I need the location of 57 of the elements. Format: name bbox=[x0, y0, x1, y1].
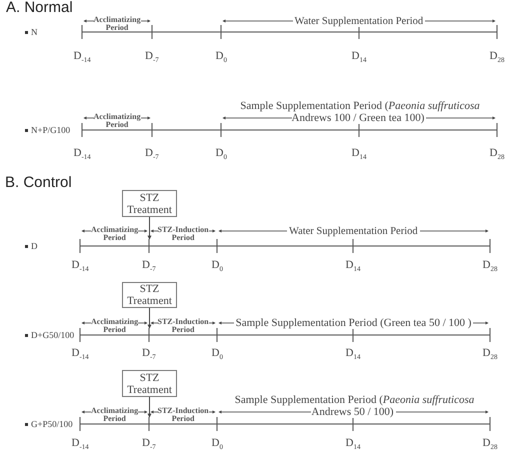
day-label: D$_{0}$ bbox=[212, 438, 223, 452]
timeline-axis bbox=[80, 238, 490, 254]
section-heading: B. Control bbox=[5, 175, 72, 191]
day-label: D$_{-14}$ bbox=[72, 260, 89, 274]
day-label: D$_{0}$ bbox=[212, 348, 223, 362]
treatment-box bbox=[122, 190, 177, 217]
box-text: STZ Treatment bbox=[126, 283, 173, 307]
group-label: D+G50/100 bbox=[25, 330, 74, 340]
arrow bbox=[148, 216, 152, 240]
day-label: D$_{0}$ bbox=[216, 148, 227, 162]
day-label: D$_{-7}$ bbox=[145, 51, 159, 65]
day-label: D$_{28}$ bbox=[490, 51, 504, 65]
day-label: D$_{-14}$ bbox=[72, 438, 89, 452]
period-label: Acclimatizing Period bbox=[91, 407, 138, 424]
period-label: Sample Supplementation Period (Green tea 50 / 100 ) bbox=[232, 317, 474, 329]
period-label: STZ-Induction Period bbox=[158, 226, 209, 243]
day-label: D$_{-7}$ bbox=[142, 348, 156, 362]
day-label: D$_{14}$ bbox=[346, 348, 360, 362]
box-text: STZ Treatment bbox=[126, 192, 173, 216]
day-label: D$_{14}$ bbox=[352, 51, 366, 65]
timeline-axis bbox=[82, 122, 498, 138]
day-label: D$_{-7}$ bbox=[145, 148, 159, 162]
timeline-axis bbox=[82, 24, 498, 40]
day-label: D$_{-14}$ bbox=[74, 51, 91, 65]
group-label: G+P50/100 bbox=[25, 420, 73, 429]
timeline-axis bbox=[80, 416, 490, 432]
day-label: D$_{-14}$ bbox=[74, 148, 91, 162]
period-label: STZ-Induction Period bbox=[158, 407, 209, 424]
arrow bbox=[148, 308, 152, 329]
day-label: D$_{-7}$ bbox=[142, 438, 156, 452]
box-text: STZ Treatment bbox=[126, 372, 173, 396]
period-label: Water Supplementation Period bbox=[287, 226, 420, 237]
day-label: D$_{28}$ bbox=[490, 148, 504, 162]
day-label: D$_{0}$ bbox=[212, 260, 223, 274]
group-label: N+P/G100 bbox=[25, 126, 70, 135]
period-label: Acclimatizing Period bbox=[94, 113, 141, 130]
day-label: D$_{28}$ bbox=[482, 348, 498, 362]
day-label: D$_{28}$ bbox=[482, 260, 498, 274]
day-label: D$_{0}$ bbox=[216, 51, 227, 65]
day-label: D$_{14}$ bbox=[346, 260, 360, 274]
period-label: Water Supplementation Period bbox=[292, 16, 426, 27]
period-label: Acclimatizing Period bbox=[91, 318, 138, 335]
day-label: D$_{14}$ bbox=[352, 148, 366, 162]
period-label: Acclimatizing Period bbox=[94, 16, 141, 33]
group-label: D bbox=[25, 242, 38, 251]
day-label: D$_{-7}$ bbox=[142, 260, 156, 274]
timeline-axis bbox=[80, 328, 490, 342]
period-label: STZ-Induction Period bbox=[158, 318, 209, 335]
day-label: D$_{28}$ bbox=[482, 438, 498, 452]
period-label: Acclimatizing Period bbox=[91, 226, 138, 243]
group-label: N bbox=[25, 28, 38, 37]
day-label: D$_{-14}$ bbox=[72, 348, 89, 362]
section-heading: A. Normal bbox=[6, 0, 73, 16]
arrow bbox=[148, 396, 152, 418]
treatment-box bbox=[122, 282, 177, 308]
treatment-box bbox=[122, 370, 177, 397]
day-label: D$_{14}$ bbox=[346, 438, 360, 452]
